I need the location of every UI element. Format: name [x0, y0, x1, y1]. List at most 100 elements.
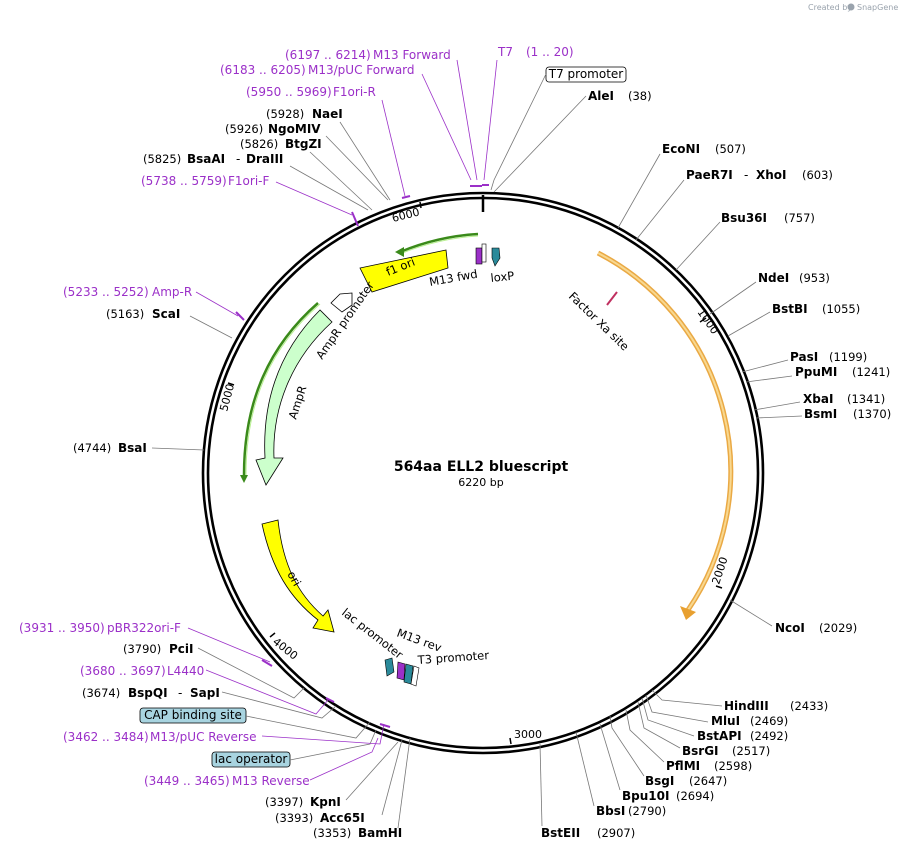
site-naei: (5928) NaeI: [266, 107, 391, 201]
site-bsu36i: Bsu36I (757): [675, 211, 815, 271]
site-xbai: XbaI (1341): [753, 392, 885, 411]
cap-binding-site-box-label: CAP binding site: [144, 708, 242, 722]
primer-m13-forward-range: (6197 .. 6214): [285, 48, 371, 62]
site-scai-pos: (5163): [106, 307, 144, 321]
site-bamhi-name: BamHI: [358, 826, 402, 840]
site-hindiii-name: HindIII: [724, 699, 769, 713]
site-bbsi-name: BbsI: [596, 804, 625, 818]
ampr-direction-arrow: [240, 302, 321, 483]
site-bsteii-name: BstEII: [541, 826, 580, 840]
site-bpu10i-pos: (2694): [676, 789, 714, 803]
primer-pbr322ori-f: (3931 .. 3950) pBR322ori-F: [19, 621, 273, 667]
site-ngomiv-name: NgoMIV: [268, 122, 321, 136]
map-title: 564aa ELL2 bluescript: [394, 459, 569, 475]
primer-l4440-range: (3680 .. 3697): [80, 664, 166, 678]
site-econi: EcoNI (507): [617, 142, 746, 229]
ori-label: ori: [284, 569, 304, 589]
site-pasi-name: PasI: [790, 350, 818, 364]
site-xbai-pos: (1341): [847, 392, 885, 406]
site-bbsi: BbsI (2790): [575, 731, 666, 818]
snapgene-logo-icon: [847, 3, 855, 11]
site-pcii-pos: (3790): [123, 642, 161, 656]
site-ndei-pos: (953): [799, 271, 830, 285]
f1-ori-direction-arrow: [395, 232, 479, 257]
primer-f1ori-f: (5738 .. 5759) F1ori-F: [141, 174, 359, 227]
primer-amp-r-range: (5233 .. 5252): [63, 285, 149, 299]
tick-6000: 6000: [391, 201, 422, 225]
site-bpu10i-name: Bpu10I: [622, 789, 669, 803]
site-bsai-name: BsaI: [118, 441, 147, 455]
primer-m13-puc-forward-range: (6183 .. 6205): [220, 63, 306, 77]
t7-promoter-box-label: T7 promoter: [548, 67, 624, 81]
site-ppumi-name: PpuMI: [795, 365, 837, 379]
t7-promoter-box: T7 promoter: [490, 66, 627, 191]
site-paer7i-sep: -: [744, 168, 748, 182]
site-ndei-name: NdeI: [758, 271, 789, 285]
site-bbsi-pos: (2790): [628, 804, 666, 818]
site-bsu36i-pos: (757): [784, 211, 815, 225]
lac-promoter-feature: [384, 657, 395, 677]
loxp-label: loxP: [490, 269, 515, 285]
created-by-text: Created by: [808, 3, 852, 12]
site-naei-name: NaeI: [312, 107, 343, 121]
ori-feature: ori: [261, 519, 335, 633]
m13-rev-feature: [396, 661, 414, 685]
site-pasi: PasI (1199): [741, 350, 867, 373]
site-paer7i-xhoi: PaeR7I - XhoI (603): [635, 168, 833, 241]
site-bstapi: BstAPI (2492): [641, 697, 788, 743]
lac-operator-box-label: lac operator: [215, 752, 288, 766]
site-acc65i-pos: (3393): [275, 811, 313, 825]
site-hindiii-pos: (2433): [790, 699, 828, 713]
map-size: 6220 bp: [458, 476, 503, 489]
primer-pbr322ori-f-name: pBR322ori-F: [107, 621, 181, 635]
site-econi-name: EcoNI: [662, 142, 700, 156]
site-mlui-name: MluI: [711, 714, 740, 728]
site-xbai-name: XbaI: [803, 392, 833, 406]
site-ppumi-pos: (1241): [852, 365, 890, 379]
t3-promoter-feature: [410, 665, 420, 687]
site-bspqi-pos: (3674): [82, 686, 120, 700]
site-bstapi-name: BstAPI: [697, 729, 742, 743]
primer-f1ori-r: (5950 .. 5969) F1ori-R: [246, 85, 411, 199]
site-bsgi-name: BsgI: [645, 774, 674, 788]
primer-m13-puc-reverse-name: M13/pUC Reverse: [150, 730, 257, 744]
site-bstbi-pos: (1055): [822, 302, 860, 316]
site-alei-name: AleI: [588, 89, 614, 103]
primer-f1ori-f-range: (5738 .. 5759): [141, 174, 227, 188]
site-xhoi-name: XhoI: [756, 168, 787, 182]
primer-m13-puc-forward: (6183 .. 6205) M13/pUC Forward: [220, 63, 482, 187]
site-ncoi-pos: (2029): [819, 621, 857, 635]
site-bsgi: BsgI (2647): [609, 715, 727, 788]
site-ncoi: NcoI (2029): [729, 599, 857, 635]
primer-m13-forward: (6197 .. 6214) M13 Forward: [285, 48, 478, 181]
site-paer7i-name: PaeR7I: [686, 168, 733, 182]
site-ncoi-name: NcoI: [775, 621, 805, 635]
site-bsaai-draiii: (5825) BsaAI - DraIII: [143, 152, 369, 211]
primer-f1ori-f-name: F1ori-F: [228, 174, 269, 188]
site-bsmi-pos: (1370): [853, 407, 891, 421]
site-bsaai-sep: -: [236, 152, 240, 166]
site-bsmi-name: BsmI: [804, 407, 837, 421]
primer-t7-range: (1 .. 20): [526, 45, 574, 59]
tick-3000: 3000: [509, 728, 542, 745]
site-alei: AleI (38): [493, 89, 652, 193]
tick-label-3000: 3000: [514, 728, 542, 741]
site-draiii-name: DraIII: [246, 152, 283, 166]
site-acc65i: (3393) Acc65I: [275, 739, 403, 825]
site-acc65i-name: Acc65I: [320, 811, 365, 825]
primer-amp-r: (5233 .. 5252) Amp-R: [63, 285, 245, 321]
site-bstbi: BstBI (1055): [727, 302, 860, 337]
site-kpni-name: KpnI: [310, 795, 341, 809]
site-ngomiv: (5926) NgoMIV: [225, 122, 389, 201]
primer-m13-puc-reverse: (3462 .. 3484) M13/pUC Reverse: [63, 723, 391, 745]
site-bsrgi-name: BsrGI: [682, 744, 719, 758]
m13-fwd-feature: [475, 243, 487, 265]
site-bsaai-pos: (5825): [143, 152, 181, 166]
site-pflmi: PflMI (2598): [625, 709, 752, 773]
factor-xa-label: Factor Xa site: [566, 289, 632, 353]
site-hindiii: HindIII (2433): [651, 689, 828, 713]
orf-ell2-arrow: [596, 250, 734, 620]
site-naei-pos: (5928): [266, 107, 304, 121]
primer-f1ori-r-name: F1ori-R: [333, 85, 376, 99]
